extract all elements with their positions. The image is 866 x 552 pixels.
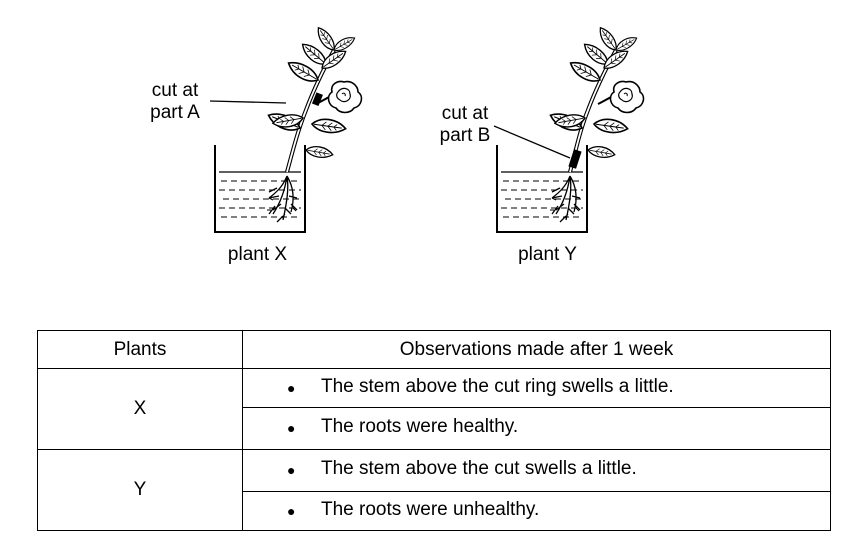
header-plants: Plants <box>37 330 243 369</box>
cut-label-a-line2: part A <box>150 102 200 123</box>
observation-text: The stem above the cut swells a little. <box>321 458 637 480</box>
observation-cell: ● The stem above the cut swells a little… <box>242 449 831 492</box>
plant-cell-y: Y <box>37 449 243 531</box>
cut-ring-b <box>568 149 582 169</box>
table-header-row: Plants Observations made after 1 week <box>37 330 831 369</box>
observations-table: Plants Observations made after 1 week X … <box>37 330 831 531</box>
table-row: ● The roots were unhealthy. <box>38 490 831 531</box>
experiment-figure: cut at part A cut at part B plant X plan… <box>140 24 645 265</box>
table-row: X ● The stem above the cut ring swells a… <box>37 368 831 450</box>
observation-cell: ● The roots were healthy. <box>242 406 831 451</box>
observation-cell: ● The roots were unhealthy. <box>242 490 831 531</box>
table-row: Y ● The stem above the cut swells a litt… <box>37 449 831 531</box>
observation-text: The roots were unhealthy. <box>321 498 540 520</box>
plant-cell-x: X <box>37 368 243 450</box>
cut-label-b: cut at part B <box>430 103 500 147</box>
cut-label-b-line1: cut at <box>441 103 489 124</box>
bullet-icon: ● <box>287 462 296 479</box>
pointer-line-b <box>493 125 571 159</box>
bullet-icon: ● <box>287 420 296 437</box>
cut-label-a: cut at part A <box>140 80 210 124</box>
cut-label-a-line1: cut at <box>151 80 199 101</box>
beaker-x-icon <box>214 145 306 233</box>
cut-label-b-line2: part B <box>439 125 491 146</box>
cut-ring-a <box>311 92 323 107</box>
caption-plant-y: plant Y <box>518 244 577 265</box>
bullet-icon: ● <box>287 379 296 396</box>
caption-plant-x: plant X <box>227 244 288 265</box>
observation-text: The roots were healthy. <box>321 416 519 438</box>
table-row: ● The roots were healthy. <box>38 406 831 451</box>
plants-diagram <box>209 24 645 233</box>
plant-y-drawing <box>493 24 645 233</box>
bullet-icon: ● <box>287 502 296 519</box>
beaker-y-icon <box>496 145 588 233</box>
plant-x-drawing <box>209 24 363 233</box>
pointer-line-a <box>209 100 287 104</box>
observation-text: The stem above the cut ring swells a lit… <box>321 376 674 398</box>
observation-cell: ● The stem above the cut ring swells a l… <box>242 368 831 408</box>
header-observations: Observations made after 1 week <box>242 330 831 369</box>
